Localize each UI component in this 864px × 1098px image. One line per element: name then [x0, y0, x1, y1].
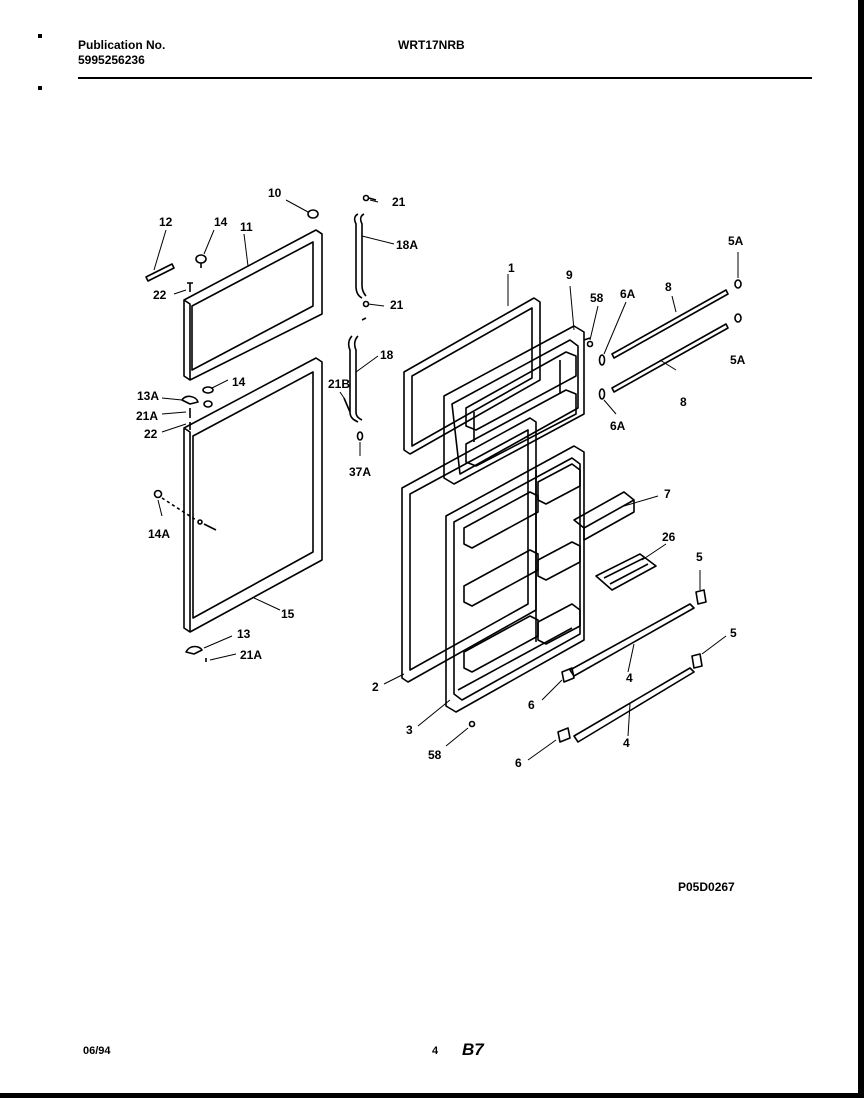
footer-date: 06/94	[83, 1045, 111, 1057]
callout-label: 6	[515, 756, 522, 770]
callout-label: 58	[428, 748, 442, 762]
part-12-strip	[145, 263, 175, 282]
fresh-food-gasket	[401, 417, 537, 683]
callout-label: 21A	[240, 648, 262, 662]
callout-label: 12	[159, 215, 173, 229]
part-58-screw	[586, 340, 594, 348]
part-37a	[356, 431, 364, 441]
freezer-trim-strips	[598, 279, 742, 400]
callout-label: 21B	[328, 377, 350, 391]
callout-label: 5A	[730, 353, 746, 367]
freezer-door-frame	[183, 229, 323, 381]
handle-18a	[353, 194, 377, 308]
freezer-gasket	[403, 297, 541, 455]
callout-label: 18	[380, 348, 394, 362]
callout-label: 9	[566, 268, 573, 282]
callout-label: 5	[730, 626, 737, 640]
callout-label: 14A	[148, 527, 170, 541]
callout-label: 4	[626, 671, 633, 685]
callout-label: 2	[372, 680, 379, 694]
callout-label: 15	[281, 607, 295, 621]
callout-label: 21	[390, 298, 404, 312]
callout-label: 26	[662, 530, 676, 544]
callout-label: 5	[696, 550, 703, 564]
callout-label: 58	[590, 291, 604, 305]
part-10-knob	[307, 209, 319, 219]
scan-mark	[38, 86, 42, 90]
publication-number: 5995256236	[78, 53, 145, 67]
callout-label: 13	[237, 627, 251, 641]
callout-label: 18A	[396, 238, 418, 252]
fresh-food-door-liner	[445, 445, 585, 713]
callout-label: 5A	[728, 234, 744, 248]
part-14-washer	[202, 386, 214, 394]
part-13a-hinge	[181, 395, 199, 405]
callout-label: 10	[268, 186, 282, 200]
callout-label: 6	[528, 698, 535, 712]
part-58-screw	[468, 720, 476, 728]
callout-label: 4	[623, 736, 630, 750]
callout-label: 22	[144, 427, 158, 441]
leader-lines	[153, 199, 739, 761]
page-edge-bottom	[0, 1093, 864, 1098]
callout-label: 22	[153, 288, 167, 302]
callout-label: 14	[214, 215, 228, 229]
callout-label: 13A	[137, 389, 159, 403]
callout-label: 8	[680, 395, 687, 409]
part-26-egg-tray	[595, 553, 657, 591]
handle-18	[343, 317, 367, 441]
callout-label: 6A	[610, 419, 626, 433]
callout-label: 8	[665, 280, 672, 294]
part-7-bin	[573, 491, 635, 541]
callout-label: 21A	[136, 409, 158, 423]
callout-label: 6A	[620, 287, 636, 301]
callout-label: 7	[664, 487, 671, 501]
footer-section-code: B7	[462, 1040, 484, 1059]
model-number: WRT17NRB	[398, 38, 465, 52]
callout-label: 21	[392, 195, 406, 209]
page-edge-right	[858, 0, 864, 1098]
callout-label: 1	[508, 261, 515, 275]
part-22-screw	[187, 282, 193, 292]
callout-labels: 10 12 14 11 22 21 18A 21 18 21B 37A 13A …	[136, 186, 746, 894]
scan-mark	[38, 34, 42, 38]
part-14a-screw	[153, 489, 163, 499]
diagram-code: P05D0267	[678, 880, 735, 894]
callout-label: 3	[406, 723, 413, 737]
callout-label: 37A	[349, 465, 371, 479]
fresh-food-trim-strips	[557, 589, 707, 743]
publication-label: Publication No.	[78, 38, 166, 52]
header-rule	[78, 77, 812, 79]
fresh-food-door-frame	[183, 357, 323, 633]
part-13-hinge	[185, 645, 203, 655]
part-14-knob	[195, 254, 207, 264]
callout-label: 14	[232, 375, 246, 389]
footer-page-number: 4	[432, 1045, 439, 1057]
callout-label: 11	[240, 220, 253, 234]
